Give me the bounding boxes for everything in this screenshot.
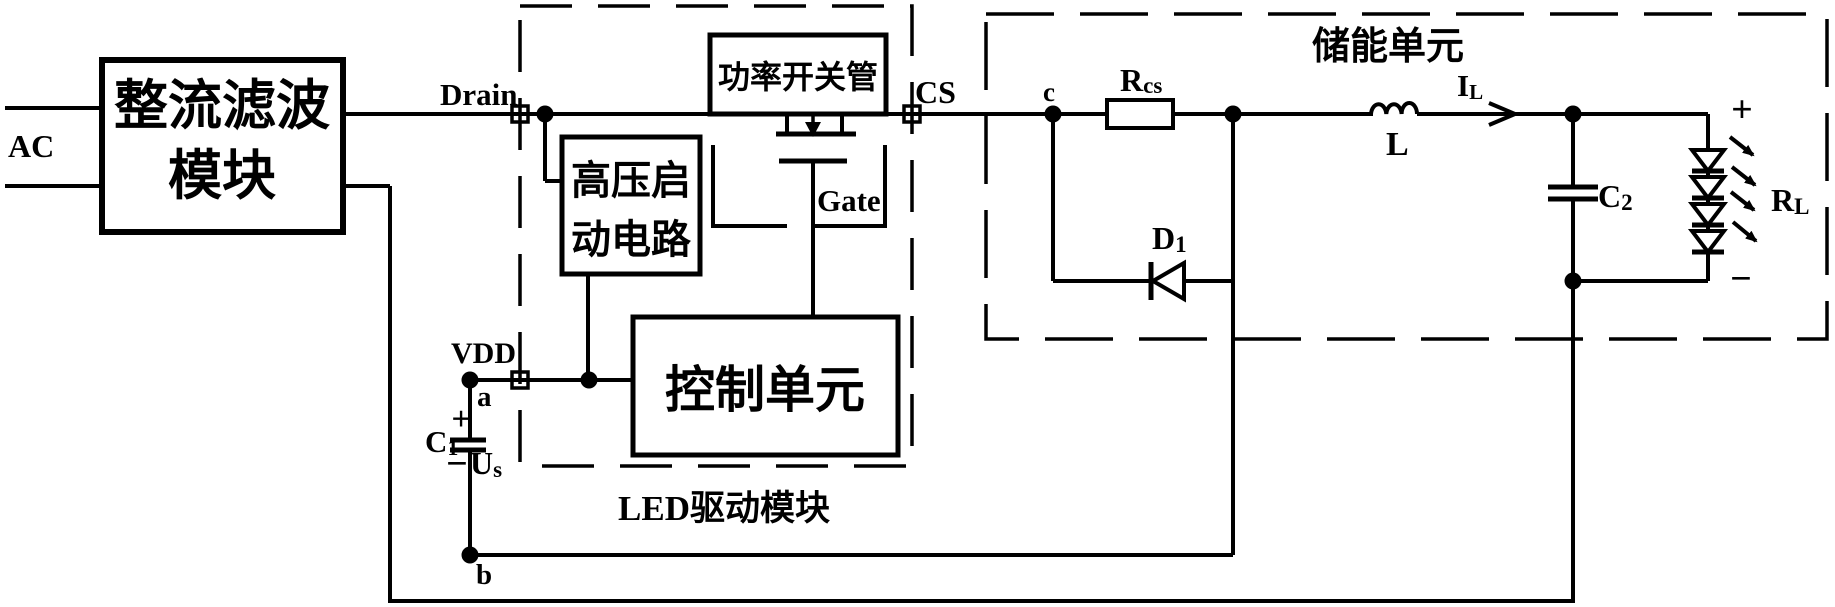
storage-unit-title: 储能单元 [1312, 26, 1464, 68]
control-unit-box [630, 314, 901, 458]
c1-capacitor [450, 437, 486, 453]
pin-terminals [510, 104, 922, 390]
inductor-label: L [1386, 126, 1409, 163]
il-label-main: I [1457, 68, 1469, 103]
c2-capacitor [1548, 184, 1598, 202]
d1-label-main: D [1152, 220, 1175, 256]
power-switch-box [707, 32, 889, 117]
rcs-resistor-body [1105, 98, 1175, 130]
us-label-main: U [470, 445, 493, 481]
output-bottom-junction-dot [1564, 272, 1582, 290]
c1-minus-sign: − [446, 443, 468, 485]
c1-label: C1 [425, 424, 458, 460]
rectifier-filter-module-box [99, 57, 346, 235]
control-unit-label: 控制单元 [665, 362, 865, 418]
d1-diode-symbol [1148, 259, 1186, 303]
led-symbol [1687, 175, 1729, 202]
rcs-label-sub: cs [1143, 73, 1162, 98]
rectifier-filter-module-label-line2: 模块 [168, 146, 276, 206]
led-symbol [1687, 229, 1729, 256]
node-b-label: b [476, 559, 492, 591]
hv-startup-circuit-box [559, 134, 703, 277]
node-a-dot [461, 371, 479, 389]
vdd-junction-dot [580, 371, 598, 389]
drain-junction-dot [536, 105, 554, 123]
il-label-sub: L [1469, 80, 1483, 104]
gate-label: Gate [817, 183, 881, 218]
c1-label-sub: 1 [447, 435, 458, 460]
led-symbol [1687, 148, 1729, 175]
node-c-dot [1044, 105, 1062, 123]
c2-label-sub: 2 [1621, 190, 1633, 215]
d1-label-sub: 1 [1175, 232, 1187, 257]
vdd-label: VDD [451, 337, 516, 370]
us-label: Us [470, 445, 502, 482]
led-emission-arrow [1731, 220, 1758, 243]
c2-label: C2 [1598, 178, 1633, 215]
node-b-dot [461, 546, 479, 564]
d1-diode-triangle [1149, 259, 1186, 303]
led-string [1687, 148, 1729, 256]
drain-pin-square [510, 104, 530, 124]
cs-label: CS [915, 74, 956, 110]
led-emission-arrows [1728, 135, 1758, 243]
inductor-symbol [1369, 101, 1419, 115]
energy-storage-unit-dashed-box [984, 12, 1829, 341]
rcs-label: Rcs [1120, 62, 1162, 98]
led-driver-module-title: LED驱动模块 [618, 489, 830, 528]
rl-label-sub: L [1794, 194, 1809, 219]
ac-label: AC [8, 128, 54, 164]
led-emission-arrow [1729, 190, 1756, 212]
junction-dots [461, 105, 1582, 564]
d1-label: D1 [1152, 220, 1187, 257]
inductor-current-arrow [1488, 101, 1521, 127]
rl-label-main: R [1771, 182, 1795, 218]
il-current-label: IL [1457, 68, 1483, 104]
led-plus-sign: + [1731, 89, 1753, 131]
cs-pin-square [902, 104, 922, 124]
hv-startup-label-line1: 高压启 [571, 158, 691, 203]
mosfet-arrow-head [805, 122, 821, 137]
c1-plus-sign: + [451, 401, 470, 438]
vdd-pin-square [510, 370, 530, 390]
rcs-inductor-junction-dot [1224, 105, 1242, 123]
us-label-sub: s [493, 457, 502, 482]
power-switch-label: 功率开关管 [718, 59, 878, 95]
mosfet-left-bracket [711, 145, 787, 228]
mosfet-right-bracket [813, 145, 887, 228]
wires [5, 106, 1710, 603]
output-top-junction-dot [1564, 105, 1582, 123]
mosfet-symbol [711, 114, 887, 228]
c2-label-main: C [1598, 178, 1621, 214]
led-driver-module-dashed-box [518, 4, 914, 468]
led-emission-arrow [1728, 135, 1755, 157]
node-c-label: c [1043, 77, 1055, 107]
led-emission-arrow [1730, 165, 1757, 187]
led-symbol [1687, 202, 1729, 229]
drain-label: Drain [440, 77, 518, 112]
c1-label-main: C [425, 424, 447, 459]
rectifier-filter-module-label-line1: 整流滤波 [114, 76, 330, 136]
rcs-label-main: R [1120, 62, 1144, 98]
led-minus-sign: − [1730, 258, 1752, 300]
rl-label: RL [1771, 182, 1809, 219]
node-a-label: a [477, 381, 492, 413]
hv-startup-label-line2: 动电路 [571, 217, 692, 262]
